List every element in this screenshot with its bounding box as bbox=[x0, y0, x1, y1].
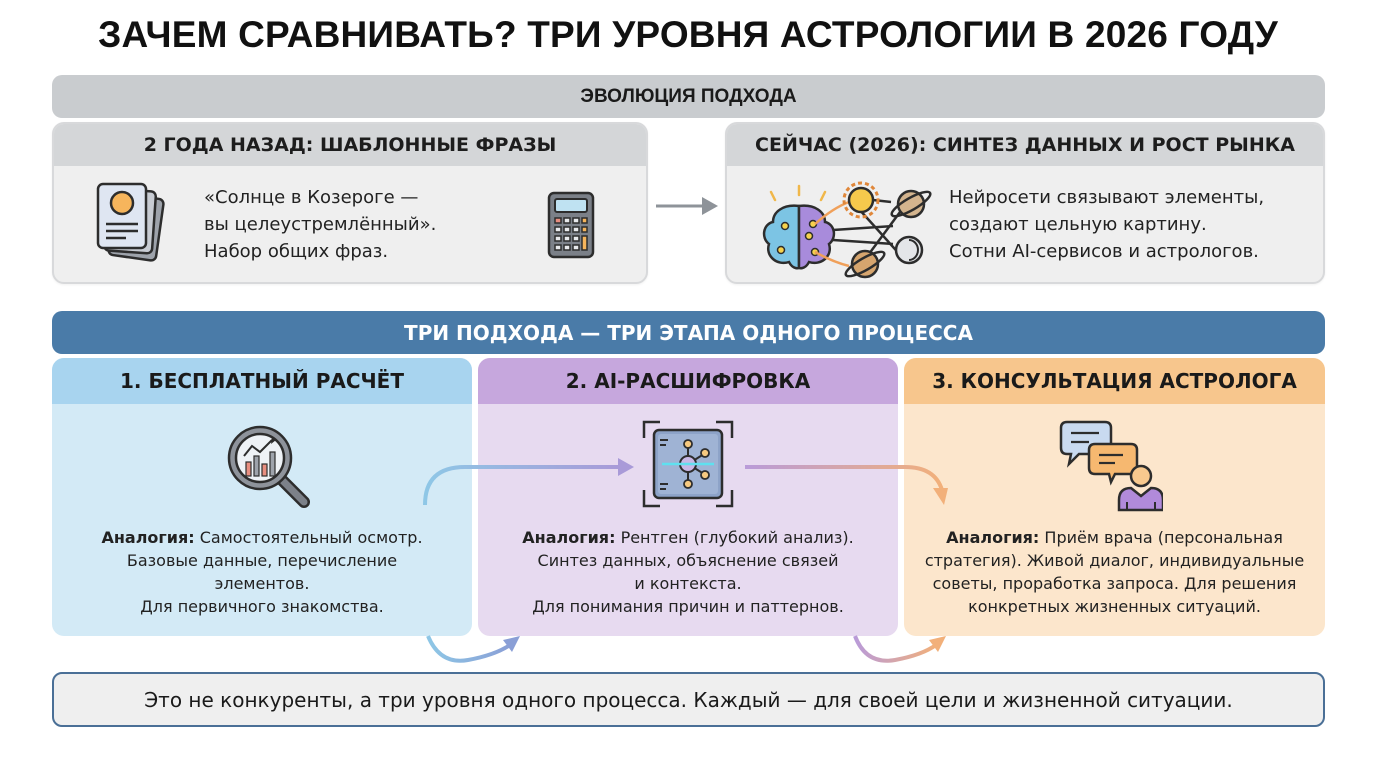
evolution-now-text: Нейросети связывают элементы, создают це… bbox=[949, 184, 1264, 265]
evolution-now-card: СЕЙЧАС (2026): СИНТЕЗ ДАННЫХ И РОСТ РЫНК… bbox=[725, 122, 1325, 284]
stage-card-ai-decoding: 2. AI-РАСШИФРОВКА Аналогия: Рентген (глу… bbox=[478, 358, 898, 636]
ai-scan-network-icon bbox=[642, 420, 734, 508]
flow-arrowhead bbox=[503, 636, 520, 652]
arrow-right-icon bbox=[656, 197, 718, 215]
documents-icon bbox=[96, 182, 165, 262]
flow-arrow-bottom-1 bbox=[426, 635, 512, 663]
stages-header: ТРИ ПОДХОДА — ТРИ ЭТАПА ОДНОГО ПРОЦЕССА bbox=[52, 311, 1325, 354]
text-line: вы целеустремлённый». bbox=[204, 214, 437, 235]
text-line: советы, проработка запроса. Для решения bbox=[932, 574, 1297, 593]
text-line: Приём врача (персональная bbox=[1044, 528, 1283, 547]
analogy-label: Аналогия: bbox=[522, 528, 616, 547]
stage-title: 3. КОНСУЛЬТАЦИЯ АСТРОЛОГА bbox=[904, 358, 1325, 404]
stage-description: Аналогия: Самостоятельный осмотр. Базовы… bbox=[52, 526, 472, 618]
stage-description: Аналогия: Рентген (глубокий анализ). Син… bbox=[478, 526, 898, 618]
page-title: ЗАЧЕМ СРАВНИВАТЬ? ТРИ УРОВНЯ АСТРОЛОГИИ … bbox=[98, 14, 1278, 55]
text-line: создают цельную картину. bbox=[949, 214, 1207, 235]
text-line: Синтез данных, объяснение связей bbox=[537, 551, 839, 570]
stage-description: Аналогия: Приём врача (персональная стра… bbox=[904, 526, 1325, 618]
text-line: стратегия). Живой диалог, индивидуальные bbox=[924, 551, 1305, 570]
evolution-past-text: «Солнце в Козероге — вы целеустремлённый… bbox=[204, 184, 436, 265]
text-line: конкретных жизненных ситуаций. bbox=[968, 597, 1261, 616]
evolution-past-card: 2 ГОДА НАЗАД: ШАБЛОННЫЕ ФРАЗЫ «Солнце в … bbox=[52, 122, 648, 284]
stage-card-astrologer-consultation: 3. КОНСУЛЬТАЦИЯ АСТРОЛОГА Аналогия: Приё… bbox=[904, 358, 1325, 636]
text-line: Самостоятельный осмотр. bbox=[199, 528, 423, 547]
evolution-past-title: 2 ГОДА НАЗАД: ШАБЛОННЫЕ ФРАЗЫ bbox=[54, 124, 646, 166]
text-line: «Солнце в Козероге — bbox=[204, 187, 419, 208]
analogy-label: Аналогия: bbox=[101, 528, 195, 547]
footer-summary: Это не конкуренты, а три уровня одного п… bbox=[52, 672, 1325, 727]
stage-title: 2. AI-РАСШИФРОВКА bbox=[478, 358, 898, 404]
text-line: Сотни AI-сервисов и астрологов. bbox=[949, 241, 1259, 262]
text-line: и контекста. bbox=[634, 574, 742, 593]
flow-arrowhead bbox=[929, 636, 946, 652]
text-line: Набор общих фраз. bbox=[204, 241, 389, 262]
stage-card-free-calc: 1. БЕСПЛАТНЫЙ РАСЧЁТ Аналогия: Самостоят… bbox=[52, 358, 472, 636]
stage-title: 1. БЕСПЛАТНЫЙ РАСЧЁТ bbox=[52, 358, 472, 404]
flow-arrow-bottom-2 bbox=[853, 635, 938, 663]
evolution-now-title: СЕЙЧАС (2026): СИНТЕЗ ДАННЫХ И РОСТ РЫНК… bbox=[727, 124, 1323, 166]
magnifier-chart-icon bbox=[227, 425, 310, 508]
analogy-label: Аналогия: bbox=[946, 528, 1040, 547]
text-line: Базовые данные, перечисление bbox=[126, 551, 398, 570]
text-line: Для понимания причин и паттернов. bbox=[532, 597, 844, 616]
brain-planets-icon bbox=[762, 181, 932, 279]
text-line: Нейросети связывают элементы, bbox=[949, 187, 1265, 208]
text-line: элементов. bbox=[214, 574, 310, 593]
text-line: Для первичного знакомства. bbox=[140, 597, 384, 616]
text-line: Рентген (глубокий анализ). bbox=[620, 528, 854, 547]
evolution-header: ЭВОЛЮЦИЯ ПОДХОДА bbox=[52, 75, 1325, 118]
calculator-icon bbox=[547, 191, 595, 259]
chat-person-icon bbox=[1059, 420, 1163, 512]
